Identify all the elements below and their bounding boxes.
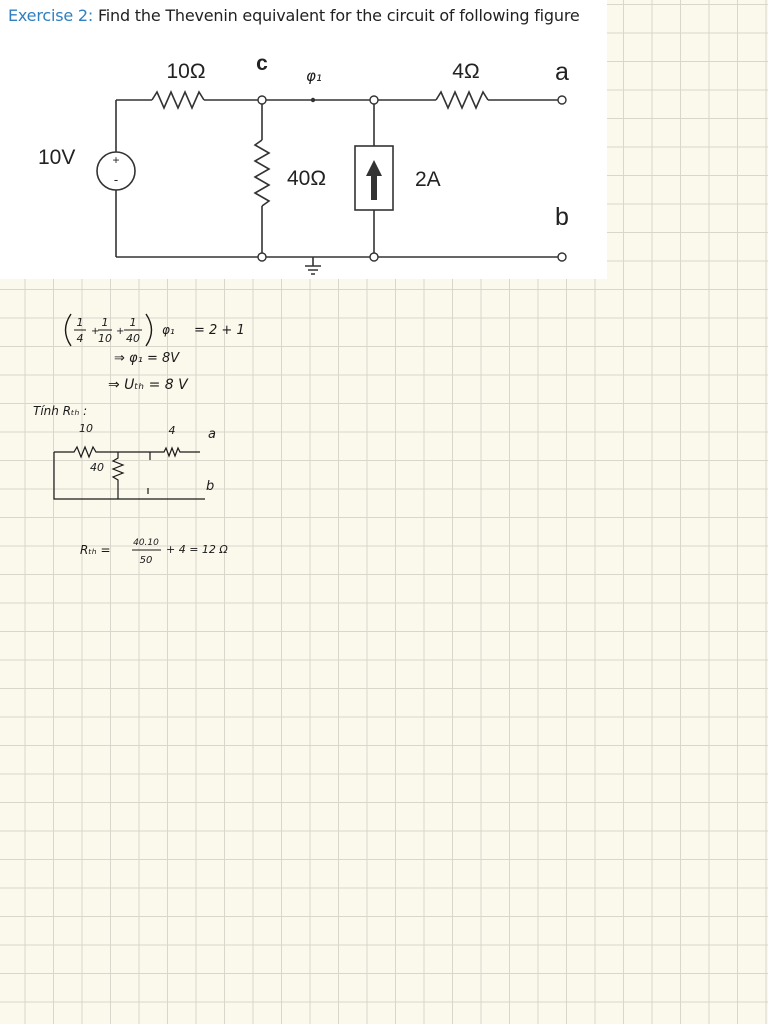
- circuit-symbols: + -: [112, 97, 382, 200]
- terminal-b: [557, 252, 567, 262]
- step-uth: ⇒ Uₜₕ = 8 V: [108, 377, 189, 393]
- node-bottom-middle: [257, 252, 267, 262]
- sketch-label-4: 4: [169, 424, 176, 437]
- sketch-marks: [147, 452, 151, 494]
- right-paren: [145, 313, 153, 347]
- handwritten-solution: 1 4 + 1 10 + 1 40 φ₁ = 2 + 1 ⇒ φ₁ = 8V ⇒…: [33, 313, 245, 566]
- plus-1: +: [91, 326, 99, 337]
- rth-denominator: 50: [140, 555, 153, 566]
- phi-node-dot: [310, 97, 316, 103]
- equation-rhs: = 2 + 1: [194, 323, 245, 338]
- sketch-label-b: b: [206, 479, 214, 494]
- sketch-wire-top-left: [54, 445, 118, 459]
- current-arrow-icon: [366, 160, 382, 200]
- rth-numerator: 40.10: [133, 538, 159, 548]
- label-terminal-b: b: [555, 203, 569, 231]
- label-source-voltage: 10V: [38, 146, 75, 169]
- label-current-source: 2A: [415, 168, 441, 191]
- circuit-labels: 10Ω c φ₁ 4Ω a 10V 40Ω 2A b: [38, 52, 569, 231]
- sketch-wire-top-right: [118, 446, 200, 458]
- label-r-40: 40Ω: [287, 167, 326, 190]
- plus-sign-icon: +: [112, 153, 119, 167]
- exercise-title: Exercise 2: Find the Thevenin equivalent…: [8, 6, 580, 25]
- node-c: [257, 95, 267, 105]
- tinh-rth: Tính Rₜₕ :: [33, 404, 87, 418]
- node-top-right: [369, 95, 379, 105]
- frac1-den: 4: [77, 332, 84, 345]
- resistor-40-ohm: [253, 139, 271, 207]
- frac2-num: 1: [102, 316, 109, 329]
- sketch-resistor-40: [111, 452, 125, 499]
- terminal-a: [557, 95, 567, 105]
- rth-label: Rₜₕ =: [80, 543, 111, 557]
- exercise-text: Find the Thevenin equivalent for the cir…: [97, 6, 580, 25]
- sketch-label-a: a: [208, 427, 216, 442]
- rth-rest: + 4 = 12 Ω: [166, 543, 228, 556]
- frac2-den: 10: [98, 332, 112, 345]
- left-paren: [64, 313, 72, 347]
- ground-symbol: [305, 265, 321, 275]
- frac3-den: 40: [126, 332, 140, 345]
- label-node-c: c: [256, 52, 268, 75]
- label-r-10: 10Ω: [166, 60, 205, 83]
- phi-variable: φ₁: [162, 323, 175, 337]
- figure-panel: Exercise 2: Find the Thevenin equivalent…: [0, 0, 607, 279]
- label-node-phi: φ₁: [306, 67, 322, 85]
- sketch-label-10: 10: [79, 422, 93, 435]
- label-terminal-a: a: [555, 58, 569, 86]
- node-bottom-right: [369, 252, 379, 262]
- resistor-10-ohm: [151, 90, 205, 110]
- circuit-diagram: [96, 90, 558, 275]
- exercise-number: Exercise 2:: [8, 6, 94, 25]
- voltage-source: [96, 151, 136, 191]
- frac3-num: 1: [130, 316, 137, 329]
- sketch-wire-bottom: [53, 452, 205, 500]
- label-r-4: 4Ω: [452, 60, 479, 83]
- resistor-4-ohm: [435, 90, 489, 110]
- rth-sketch: [53, 445, 205, 500]
- sketch-label-40: 40: [90, 461, 104, 474]
- step-phi: ⇒ φ₁ = 8V: [114, 351, 180, 366]
- plus-2: +: [116, 326, 124, 337]
- minus-sign-icon: -: [114, 172, 118, 187]
- frac1-num: 1: [77, 316, 84, 329]
- circuit-nodes: [257, 95, 567, 262]
